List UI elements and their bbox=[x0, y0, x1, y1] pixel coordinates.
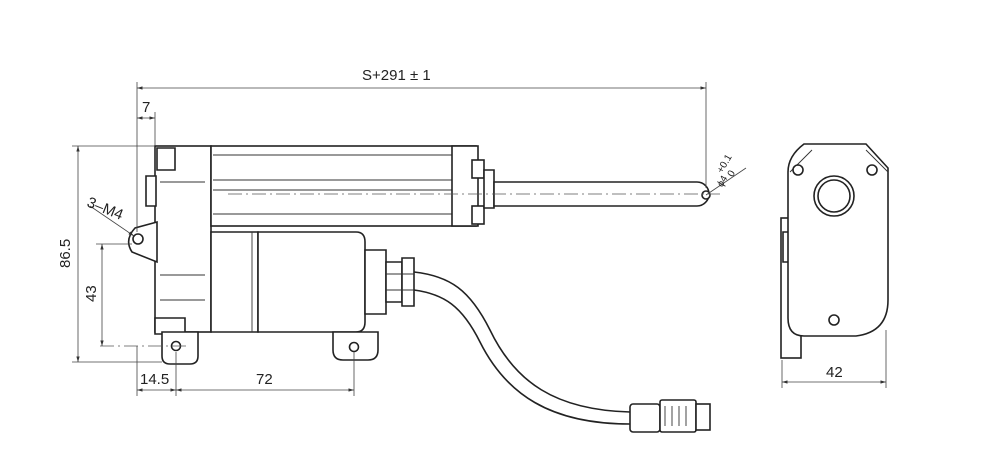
front-view bbox=[100, 145, 720, 433]
dim-stroke-length: S+291 ± 1 bbox=[362, 67, 431, 84]
side-mount-hole-bottom bbox=[828, 314, 840, 326]
dim-mount-holes: 3–M4 bbox=[85, 194, 126, 224]
dimension-lines bbox=[72, 82, 887, 396]
side-mounting-ear bbox=[127, 220, 158, 264]
dim-rod-hole-tol-lower: 0 bbox=[726, 168, 739, 179]
side-housing-outline bbox=[787, 143, 889, 337]
dim-side-width: 42 bbox=[826, 364, 843, 381]
rod-bore-inner bbox=[817, 179, 851, 213]
mounting-foot-left bbox=[161, 331, 199, 365]
cable-connector bbox=[629, 399, 711, 433]
dim-rod-hole: ϕ4 bbox=[715, 174, 730, 190]
dim-flange-offset: 7 bbox=[142, 99, 150, 116]
dim-overall-height: 86.5 bbox=[57, 239, 74, 268]
side-mount-hole-top-left bbox=[792, 164, 804, 176]
dim-base-offset: 14.5 bbox=[140, 371, 169, 388]
power-cable bbox=[413, 271, 631, 425]
end-flange bbox=[145, 145, 212, 335]
side-mount-hole-top-right bbox=[866, 164, 878, 176]
side-view bbox=[780, 143, 889, 359]
mounting-foot-right bbox=[332, 331, 379, 361]
spindle-housing bbox=[210, 145, 495, 227]
motor-body bbox=[210, 231, 415, 333]
dim-hole-spacing: 72 bbox=[256, 371, 273, 388]
dim-hole-height: 43 bbox=[83, 285, 100, 302]
